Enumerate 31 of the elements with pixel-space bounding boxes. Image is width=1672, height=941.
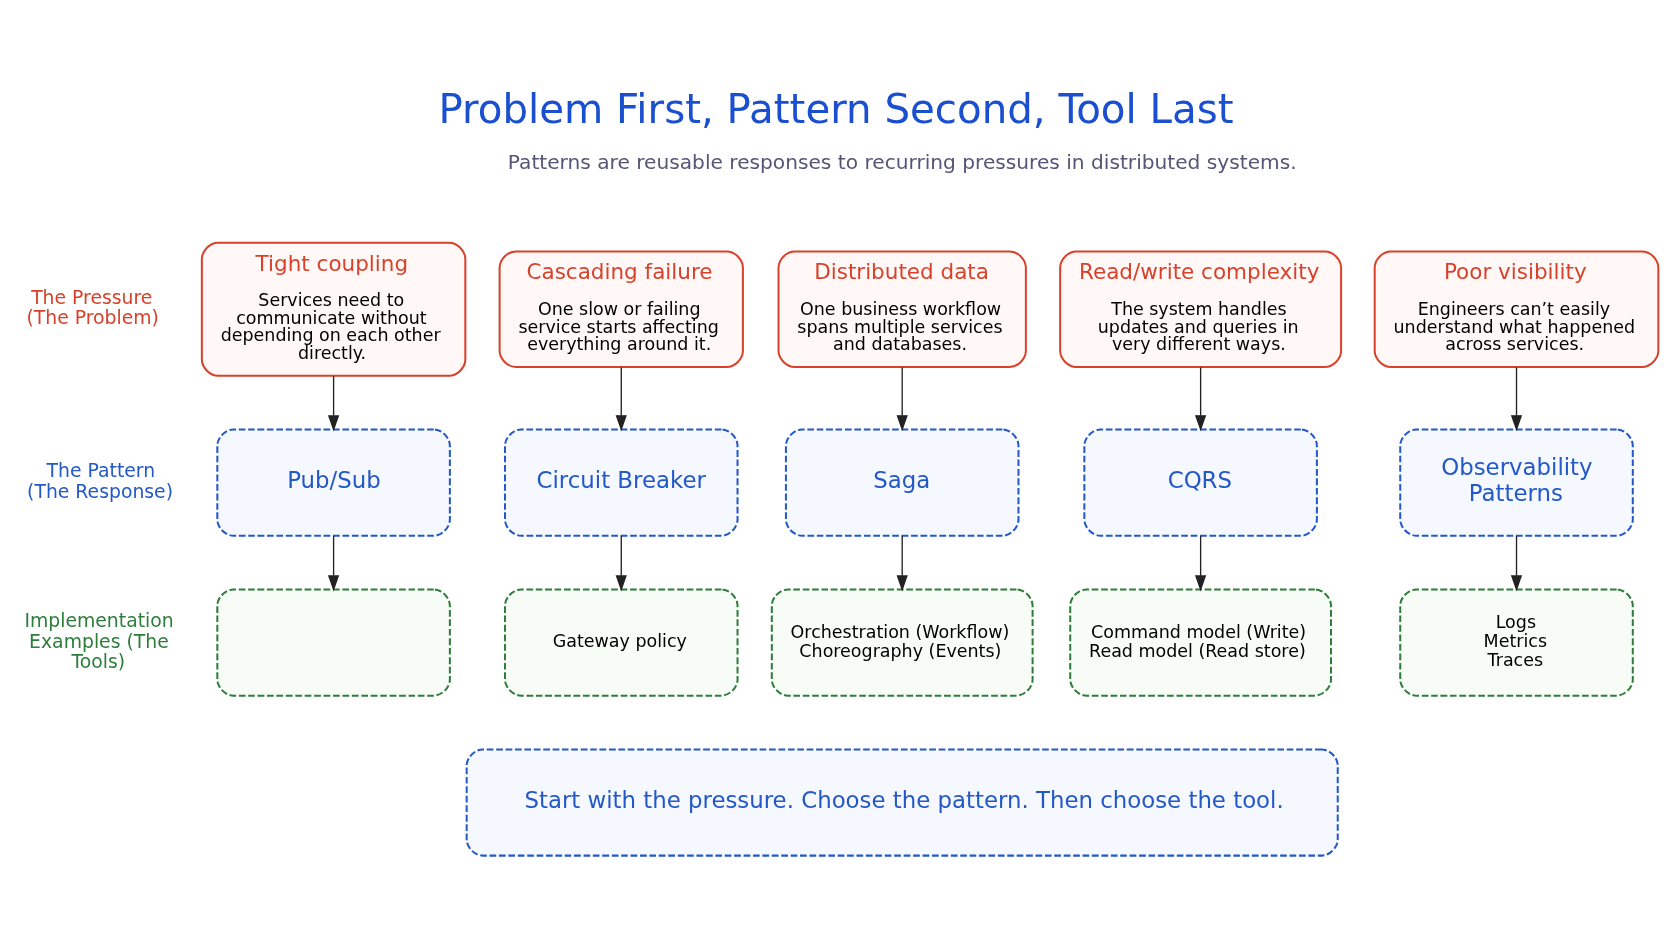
arrow (896, 535, 908, 592)
arrow (1194, 366, 1207, 432)
arrow (615, 366, 627, 432)
arrow (615, 535, 627, 592)
node-box: Gateway policy (503, 588, 739, 697)
arrow (896, 366, 908, 432)
arrow (327, 375, 340, 432)
node-box: Orchestration (Workflow) Choreography (Events) (770, 588, 1034, 697)
diagram-title: Problem First, Pattern Second, Tool Last (438, 86, 1234, 134)
node-box: Observability Patterns (1399, 428, 1634, 537)
node-box: Saga (784, 428, 1020, 537)
label: The Pattern (The Response) (27, 460, 173, 502)
node-box: Read/write complexity The system handles updates and queries in very different ways. (1059, 250, 1343, 368)
arrow (1194, 535, 1207, 592)
node-box: Command model (Write) Read model (Read store) (1069, 588, 1332, 697)
arrow (1510, 366, 1523, 432)
node-box: Tight coupling Services need to communicate without depending on each other directly. (200, 241, 467, 377)
node-box: Pub/Sub (216, 428, 451, 537)
node-box (216, 588, 451, 697)
node-box: Poor visibility Engineers can’t easily understand what happened across services. (1373, 250, 1660, 368)
node-box: Start with the pressure. Choose the pattern. Then choose the tool. (465, 748, 1339, 857)
node-box: CQRS (1083, 428, 1318, 537)
label: Implementation Examples (The Tools) (24, 610, 174, 672)
node-box: Circuit Breaker (503, 428, 739, 537)
node-box: Cascading failure One slow or failing service starts affecting everything around it. (498, 250, 744, 368)
label: Patterns are reusable responses to recurring pressures in distributed systems. (507, 150, 1297, 175)
arrow (327, 535, 340, 592)
node-box: Distributed data One business workflow spans multiple services and databases. (777, 250, 1027, 368)
arrow (1510, 535, 1523, 592)
label: The Pressure (The Problem) (26, 287, 159, 329)
node-box: Logs Metrics Traces (1399, 588, 1634, 697)
